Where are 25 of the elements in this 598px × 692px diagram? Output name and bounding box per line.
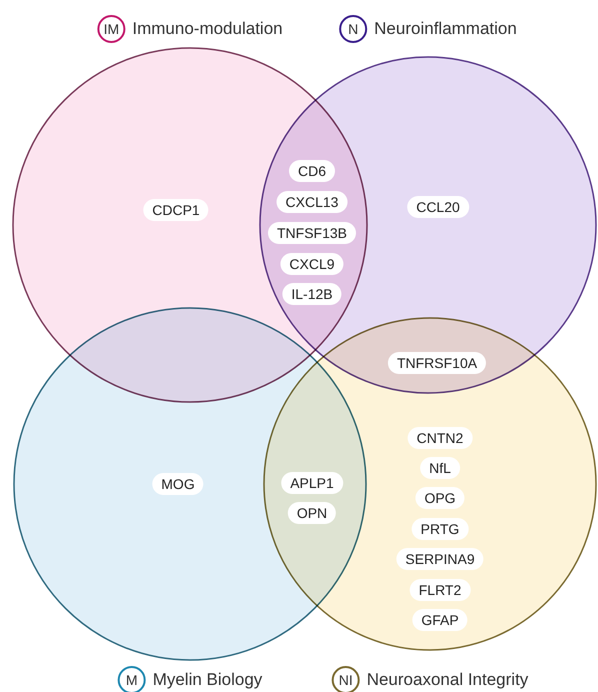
set-title: Myelin Biology <box>152 670 262 690</box>
protein-tag: OPG <box>415 487 465 509</box>
abbreviation-badge: M <box>118 666 146 692</box>
set-title: Neuroaxonal Integrity <box>366 670 528 690</box>
protein-tag: TNFRSF10A <box>388 352 486 374</box>
protein-tag: IL-12B <box>282 283 342 305</box>
protein-tag: CXCL9 <box>280 253 344 275</box>
protein-tag: GFAP <box>412 609 468 631</box>
protein-tag: PRTG <box>412 518 468 540</box>
protein-tag: OPN <box>288 502 336 524</box>
abbreviation-badge: NI <box>332 666 360 692</box>
protein-tag: MOG <box>152 473 204 495</box>
protein-tag: CXCL13 <box>276 191 348 213</box>
protein-tag: CCL20 <box>407 196 469 218</box>
abbreviation-badge: N <box>339 15 368 43</box>
set-title: Neuroinflammation <box>374 19 517 39</box>
protein-tag: TNFSF13B <box>268 222 356 244</box>
protein-tag: SERPINA9 <box>396 548 484 570</box>
protein-tag: FLRT2 <box>410 579 470 601</box>
protein-tag: NfL <box>420 457 460 479</box>
protein-tag: CDCP1 <box>143 199 209 221</box>
protein-tag: APLP1 <box>281 472 343 494</box>
set-title: Immuno-modulation <box>132 19 283 39</box>
abbreviation-badge: IM <box>97 15 126 43</box>
protein-tag: CNTN2 <box>408 427 472 449</box>
